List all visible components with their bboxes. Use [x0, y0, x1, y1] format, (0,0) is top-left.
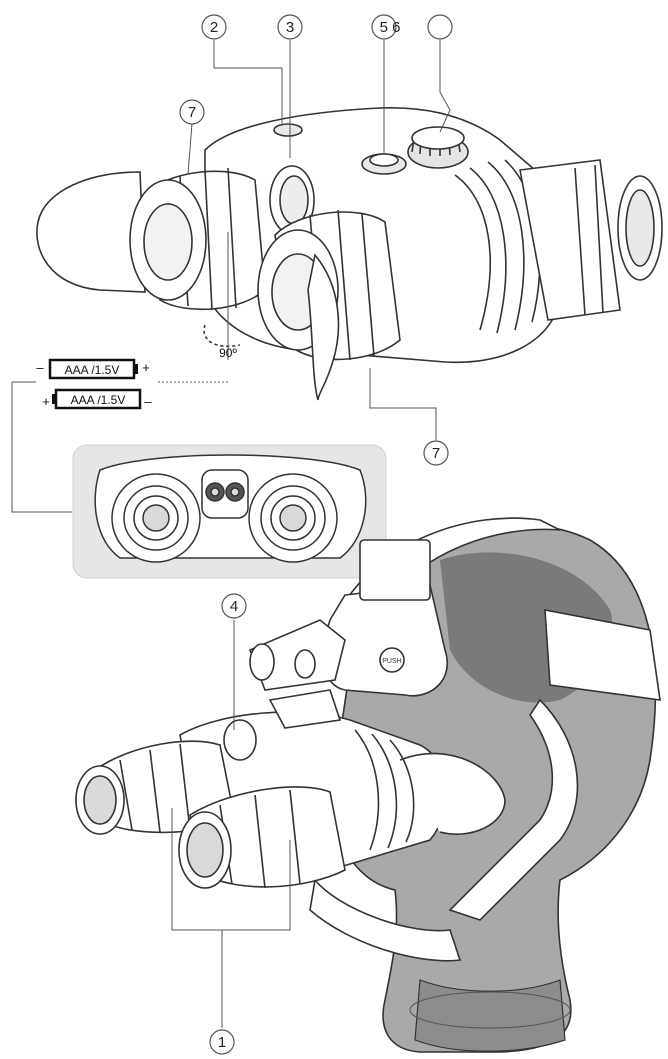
left-eyecup	[36, 171, 146, 293]
svg-text:1: 1	[218, 1034, 226, 1051]
callout-3: 3	[277, 14, 303, 40]
chin-pad	[309, 878, 462, 962]
ir-button	[273, 123, 303, 137]
head-mount-view: PUSH	[75, 517, 661, 1053]
left-eyepiece	[129, 167, 266, 311]
right-eyepiece	[257, 209, 401, 401]
svg-text:–: –	[144, 394, 152, 409]
svg-text:4: 4	[230, 598, 238, 615]
callout-7-bottom: 7	[423, 440, 449, 466]
svg-text:3: 3	[286, 19, 294, 36]
power-button	[361, 153, 407, 175]
battery-1: – AAA /1.5V +	[36, 358, 150, 380]
ir-illuminator	[269, 165, 315, 235]
rotation-arrow	[203, 324, 241, 347]
rear-left-eyepiece	[111, 473, 201, 563]
focus-knob	[407, 126, 469, 169]
callout-blank	[427, 14, 453, 40]
callout-2: 2	[201, 14, 227, 40]
battery-2: + AAA /1.5V –	[42, 388, 152, 410]
rear-view-inset	[72, 444, 387, 579]
svg-text:AAA /1.5V: AAA /1.5V	[71, 393, 126, 407]
svg-text:7: 7	[188, 104, 196, 121]
lower-strap	[448, 698, 579, 921]
rotation-label: 90º	[219, 346, 237, 360]
rear-right-eyepiece	[248, 473, 338, 563]
binocular-top-view	[36, 106, 663, 401]
push-label: PUSH	[382, 658, 401, 665]
right-objective	[178, 786, 346, 889]
svg-text:5 6: 5 6	[380, 19, 401, 36]
svg-text:7: 7	[432, 445, 440, 462]
callout-leaders-top	[11, 40, 451, 513]
svg-text:AAA /1.5V: AAA /1.5V	[65, 363, 120, 377]
battery-compartment	[201, 469, 249, 519]
svg-text:–: –	[36, 360, 44, 375]
callout-4: 4	[221, 593, 247, 619]
callout-5-6: 5 6	[371, 14, 401, 40]
callout-leaders-bottom	[171, 620, 291, 1028]
callout-7-top: 7	[179, 99, 205, 125]
callout-1: 1	[209, 1029, 235, 1055]
svg-text:+: +	[42, 394, 50, 409]
right-objective-tube	[519, 159, 663, 321]
side-strap	[544, 609, 661, 701]
svg-text:2: 2	[210, 19, 218, 36]
push-button	[379, 647, 405, 673]
svg-text:+: +	[142, 360, 150, 375]
